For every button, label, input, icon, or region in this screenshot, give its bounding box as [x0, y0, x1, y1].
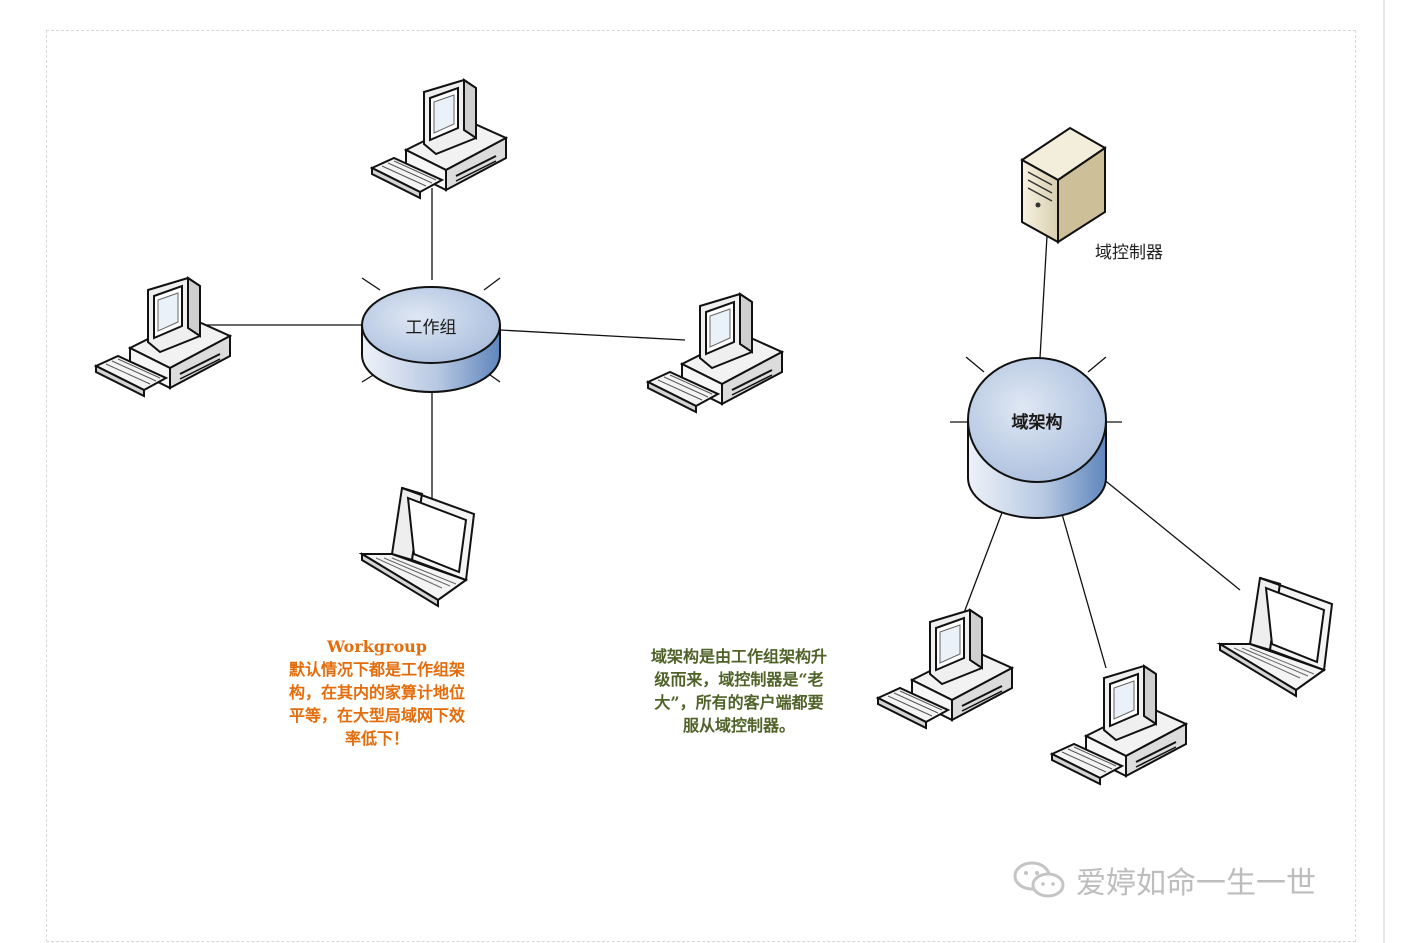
workgroup-hub	[361, 286, 501, 393]
domain-note-line: 服从域控制器。	[682, 716, 795, 735]
desktop-left	[95, 277, 231, 397]
desktop-right	[647, 293, 783, 413]
wechat-icon	[1013, 861, 1065, 898]
domain-note: 域架构是由工作组架构升 级而来，域控制器是“老 大”，所有的客户端都要 服从域控…	[624, 645, 854, 737]
diagram-page	[46, 30, 1356, 942]
page-edge	[1383, 0, 1385, 943]
domain-hub	[967, 357, 1107, 519]
workgroup-hub-label: 工作组	[405, 318, 457, 338]
desktop-domain-2	[1051, 665, 1187, 785]
watermark: 爱婷如命一生一世	[1012, 858, 1316, 902]
workgroup-links	[205, 188, 686, 500]
server-label: 域控制器	[1095, 243, 1163, 263]
workgroup-note-title: Workgroup	[327, 637, 427, 656]
workgroup-note-line: 率低下！	[344, 729, 409, 748]
server-tower	[1020, 126, 1107, 244]
laptop-bottom	[361, 487, 475, 607]
workgroup-note-line: 默认情况下都是工作组架	[288, 660, 465, 679]
laptop-domain	[1219, 577, 1333, 697]
domain-hub-label: 域架构	[1011, 413, 1063, 433]
workgroup-note-line: 平等，在大型局域网下效	[288, 706, 465, 725]
domain-note-line: 域架构是由工作组架构升	[650, 647, 827, 666]
domain-links	[961, 235, 1241, 669]
workgroup-note-line: 构，在其内的家算计地位	[288, 683, 465, 702]
domain-note-line: 大”，所有的客户端都要	[654, 693, 824, 712]
domain-note-line: 级而来，域控制器是“老	[654, 670, 824, 689]
workgroup-note: Workgroup 默认情况下都是工作组架 构，在其内的家算计地位 平等，在大型…	[262, 635, 492, 750]
desktop-top	[371, 79, 507, 199]
desktop-domain-1	[877, 609, 1013, 729]
watermark-text: 爱婷如命一生一世	[1076, 866, 1316, 901]
